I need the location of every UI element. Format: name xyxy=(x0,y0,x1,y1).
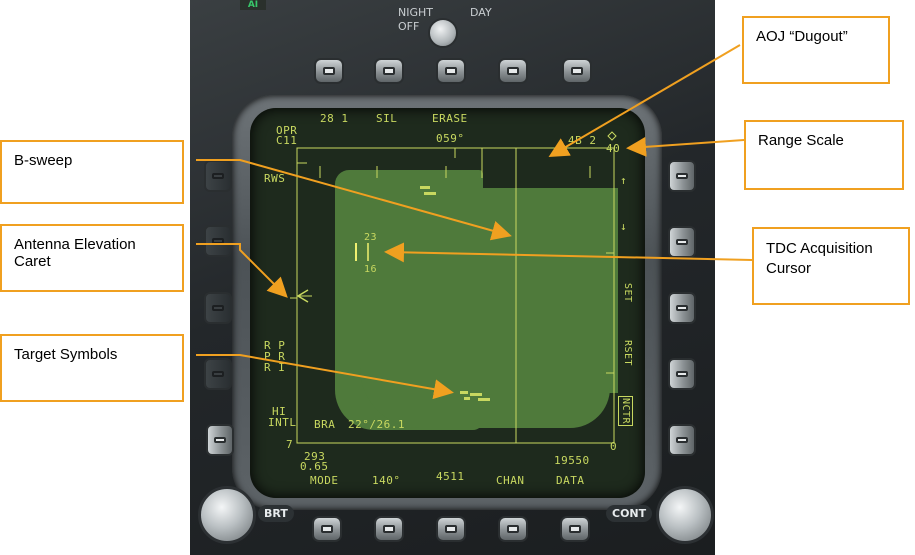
callout-aoj-dugout: AOJ “Dugout” xyxy=(742,16,890,84)
callout-target-symbols: Target Symbols xyxy=(0,334,184,402)
callout-tdc-cursor: TDC Acquisition Cursor xyxy=(752,227,910,305)
callout-range-scale: Range Scale xyxy=(744,120,904,190)
callout-b-sweep: B-sweep xyxy=(0,140,184,204)
callout-elevation-caret: Antenna Elevation Caret xyxy=(0,224,184,292)
